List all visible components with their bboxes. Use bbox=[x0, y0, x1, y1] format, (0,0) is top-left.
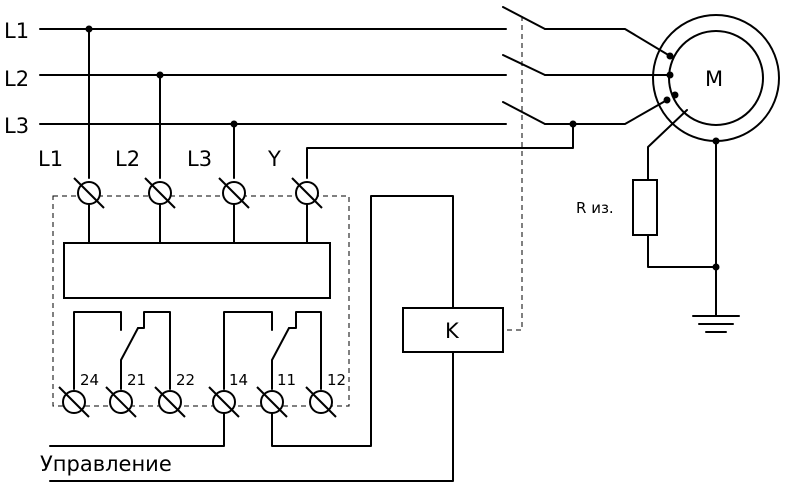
resistor bbox=[632, 179, 658, 236]
contact-label-22: 22 bbox=[176, 371, 195, 389]
terminal-icon bbox=[58, 386, 90, 418]
contact-group-1 bbox=[73, 311, 171, 390]
contact-group-2 bbox=[223, 311, 322, 390]
motor: M bbox=[652, 14, 780, 142]
contactor-label: K bbox=[445, 319, 460, 343]
relay-terminal-label-l1: L1 bbox=[38, 147, 63, 171]
resistor-label: R из. bbox=[576, 199, 614, 217]
ground-icon bbox=[692, 315, 740, 333]
terminal-icon bbox=[256, 386, 288, 418]
relay-terminal-label-l2: L2 bbox=[115, 147, 140, 171]
supply-bus bbox=[39, 28, 507, 125]
line-label-l3: L3 bbox=[4, 114, 29, 138]
terminal-icon bbox=[154, 386, 186, 418]
insulation-branch: R из. bbox=[576, 109, 720, 316]
main-contacts bbox=[502, 6, 546, 331]
control-label: Управление bbox=[40, 452, 172, 476]
contact-label-14: 14 bbox=[229, 371, 248, 389]
line-label-l2: L2 bbox=[4, 67, 29, 91]
relay-enclosure bbox=[52, 195, 350, 407]
relay-taps bbox=[85, 25, 577, 179]
motor-label: M bbox=[705, 67, 723, 91]
relay-input-wires bbox=[88, 203, 308, 244]
terminal-icon bbox=[105, 386, 137, 418]
terminal-icon bbox=[305, 386, 337, 418]
contact-label-11: 11 bbox=[277, 371, 296, 389]
contact-label-21: 21 bbox=[127, 371, 146, 389]
terminal-icon bbox=[144, 177, 176, 209]
contact-label-12: 12 bbox=[327, 371, 346, 389]
relay-output-terminals bbox=[58, 386, 337, 418]
relay-body bbox=[63, 242, 331, 299]
relay-terminal-label-l3: L3 bbox=[187, 147, 212, 171]
motor-feed bbox=[544, 28, 679, 125]
control-wiring bbox=[49, 195, 454, 482]
relay-input-terminals bbox=[73, 177, 323, 209]
contact-label-24: 24 bbox=[80, 371, 99, 389]
contactor-coil bbox=[402, 307, 504, 353]
line-label-l1: L1 bbox=[4, 19, 29, 43]
relay-terminal-label-y: Y bbox=[267, 147, 281, 171]
